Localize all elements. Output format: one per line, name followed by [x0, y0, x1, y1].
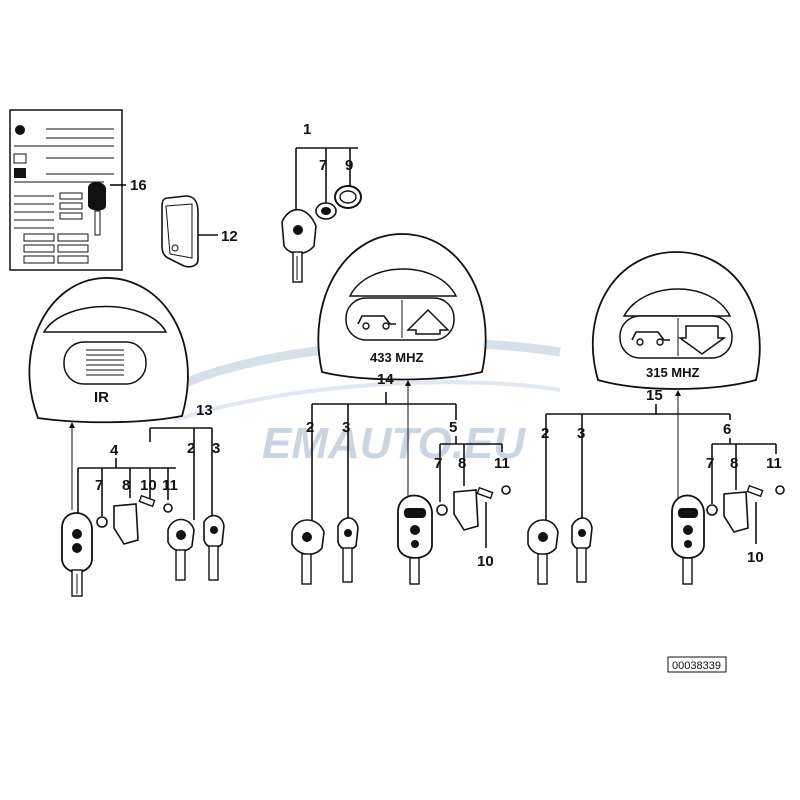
screw-part-11-left	[163, 503, 173, 513]
remote-label-315mhz: 315 MHZ	[646, 365, 700, 380]
part-number-13: 13	[196, 402, 213, 419]
plate-part-10-right	[746, 484, 764, 498]
part-number-11: 11	[162, 477, 178, 494]
part-number-8c: 8	[730, 455, 738, 472]
part-number-6: 6	[723, 421, 731, 438]
ir-remote-key	[61, 512, 93, 597]
part-number-2c: 2	[541, 425, 549, 442]
clip-part-8-right	[723, 491, 749, 533]
key-part-2-right	[527, 519, 559, 585]
part-number-10b: 10	[477, 553, 494, 570]
part-number-10: 10	[140, 477, 157, 494]
key-with-ring-part-1	[281, 208, 317, 283]
part-number-2b: 2	[306, 419, 314, 436]
clip-part-8-middle	[453, 489, 479, 531]
part-number-7: 7	[319, 157, 327, 174]
ring-part-7	[315, 202, 337, 220]
part-number-3b: 3	[342, 419, 350, 436]
remote-key-315mhz	[671, 494, 705, 585]
part-number-8b: 8	[458, 455, 466, 472]
screw-part-11-right	[775, 485, 785, 495]
part-number-5: 5	[449, 419, 457, 436]
seal-ring-left	[96, 516, 108, 528]
screw-part-11-middle	[501, 485, 511, 495]
remote-label-ir: IR	[94, 389, 109, 406]
part-number-8: 8	[122, 477, 130, 494]
part-number-14: 14	[377, 371, 394, 388]
part-number-9: 9	[345, 157, 353, 174]
key-document-card	[9, 109, 123, 271]
part-number-1: 1	[303, 121, 311, 138]
part-number-11c: 11	[766, 455, 782, 472]
part-number-11b: 11	[494, 455, 510, 472]
plate-part-10-middle	[476, 486, 494, 500]
part-number-15: 15	[646, 387, 663, 404]
part-number-2: 2	[187, 440, 195, 457]
part-number-12: 12	[221, 228, 238, 245]
part-number-7b: 7	[95, 477, 103, 494]
part-number-10c: 10	[747, 549, 764, 566]
part-number-4: 4	[110, 442, 119, 459]
key-part-2-left	[167, 518, 195, 581]
part-number-7c: 7	[434, 455, 442, 472]
key-part-3-middle	[337, 517, 359, 583]
part-number-3: 3	[212, 440, 220, 457]
key-part-3-right	[571, 517, 593, 583]
clip-part-8-left	[113, 503, 139, 545]
part-number-7d: 7	[706, 455, 714, 472]
remote-label-433mhz: 433 MHZ	[370, 350, 424, 365]
part-number-3c: 3	[577, 425, 585, 442]
ring-part-9	[334, 185, 362, 209]
remote-housing-ir	[28, 277, 189, 424]
remote-housing-315mhz	[591, 251, 761, 390]
part-number-16: 16	[130, 177, 147, 194]
remote-key-433mhz	[397, 494, 433, 585]
plate-part-10-left	[138, 494, 156, 508]
remote-housing-433mhz	[317, 233, 487, 381]
seal-ring-middle	[436, 504, 448, 516]
seal-ring-right	[706, 504, 718, 516]
key-pouch-part-12	[161, 195, 199, 268]
key-part-3-left	[203, 514, 225, 581]
key-part-2-middle	[291, 519, 325, 585]
reference-code: 00038339	[672, 660, 721, 672]
reference-code-box: 00038339	[667, 656, 727, 673]
